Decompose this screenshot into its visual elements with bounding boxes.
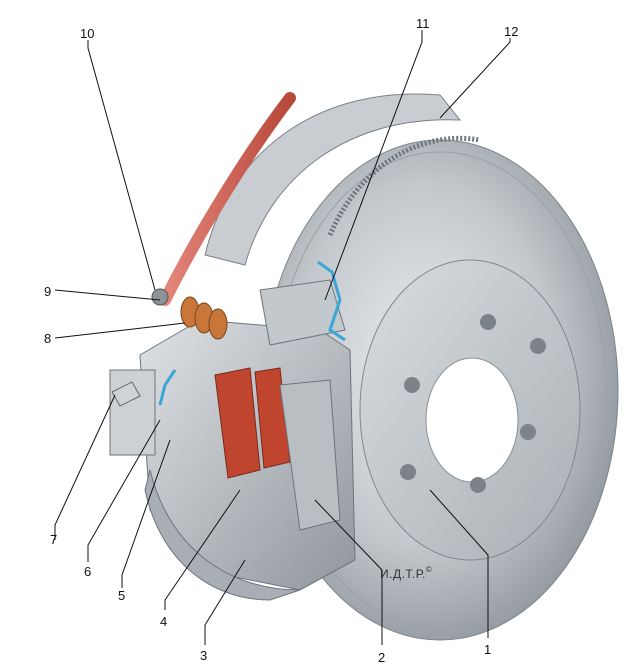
guide-pin-bolt <box>151 288 169 306</box>
copyright-label: И.Д.Т.Р.© <box>380 565 432 581</box>
seal-line <box>317 260 346 342</box>
callout-5: 5 <box>118 588 125 603</box>
callout-labels: 1 2 3 4 5 6 7 8 9 10 11 12 <box>44 16 518 665</box>
bolt-hole <box>470 477 486 493</box>
callout-1: 1 <box>484 642 491 657</box>
bolt-hole <box>520 424 536 440</box>
copyright-mark: © <box>426 565 432 574</box>
leader-lines <box>54 30 511 645</box>
wheel-hub <box>359 259 581 561</box>
callout-8: 8 <box>44 331 51 346</box>
callout-11: 11 <box>416 16 430 31</box>
callout-10: 10 <box>80 26 94 41</box>
brake-pads <box>214 367 341 531</box>
bleeder-valve <box>111 381 141 407</box>
callout-3: 3 <box>200 648 207 663</box>
brake-hose <box>159 92 296 306</box>
copyright-text: И.Д.Т.Р. <box>380 567 426 581</box>
bolt-hole <box>404 377 420 393</box>
bolt-hole <box>480 314 496 330</box>
bolt-hole <box>530 338 546 354</box>
guide-pin-boot <box>180 296 228 340</box>
callout-12: 12 <box>504 24 518 39</box>
callout-6: 6 <box>84 564 91 579</box>
seal-line <box>158 369 177 406</box>
callout-4: 4 <box>160 614 167 629</box>
callout-7: 7 <box>50 532 57 547</box>
bolt-hole <box>400 464 416 480</box>
callout-2: 2 <box>378 650 385 665</box>
callout-9: 9 <box>44 284 51 299</box>
